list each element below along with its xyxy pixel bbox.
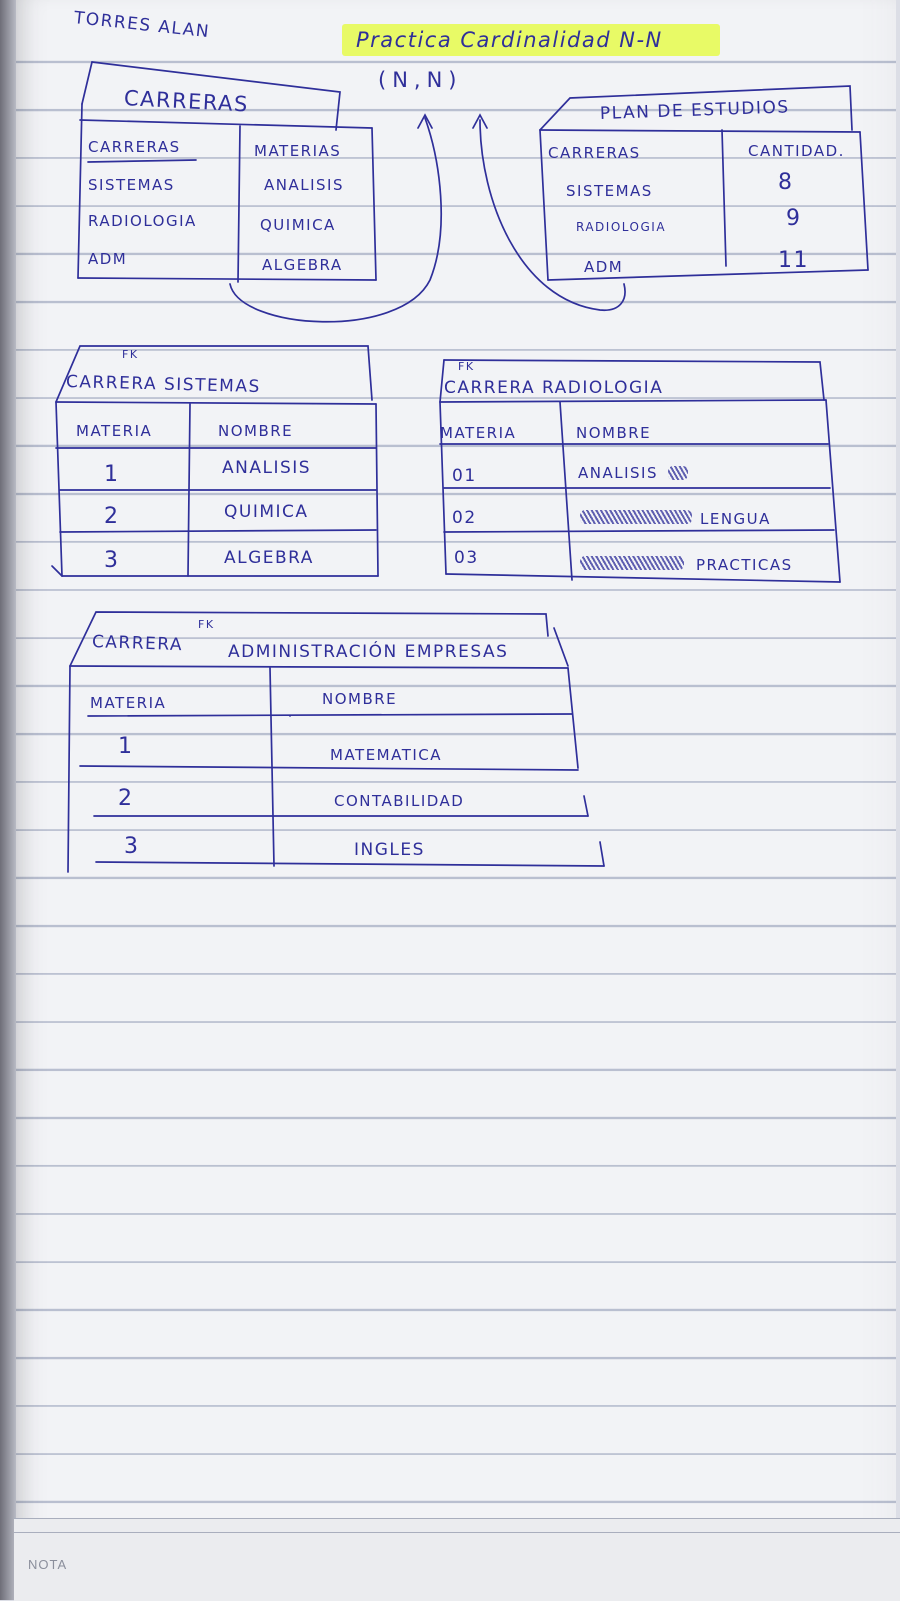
adm-table-frame bbox=[67, 611, 605, 873]
radiologia-cell: PRACTICAS bbox=[696, 556, 793, 574]
radiologia-header-nombre: NOMBRE bbox=[576, 424, 652, 442]
adm-cell: 2 bbox=[118, 786, 134, 811]
carreras-header-carreras: CARRERAS bbox=[88, 138, 181, 156]
sistemas-cell: QUIMICA bbox=[224, 502, 309, 522]
sistemas-cell: ALGEBRA bbox=[224, 548, 314, 568]
radiologia-cell: ANALISIS bbox=[578, 464, 658, 482]
adm-cell: 3 bbox=[124, 834, 140, 859]
carreras-cell: ADM bbox=[88, 250, 128, 268]
fk-label: FK bbox=[458, 360, 475, 373]
crossed-out-scribble bbox=[668, 466, 688, 480]
page-title: Practica Cardinalidad N-N bbox=[356, 28, 663, 52]
nota-label: NOTA bbox=[28, 1557, 68, 1572]
plan-header-carreras: CARRERAS bbox=[548, 144, 641, 162]
footer-rule bbox=[14, 1532, 900, 1533]
plan-cell: 11 bbox=[778, 248, 809, 273]
radiologia-table-title: CARRERA RADIOLOGIA bbox=[444, 378, 664, 398]
plan-header-cantidad: CANTIDAD. bbox=[748, 142, 845, 160]
sistemas-cell: 2 bbox=[104, 504, 120, 529]
radiologia-cell: LENGUA bbox=[700, 510, 771, 528]
radiologia-cell: 01 bbox=[452, 466, 477, 486]
carreras-cell: ALGEBRA bbox=[262, 256, 343, 274]
carreras-cell: QUIMICA bbox=[260, 216, 336, 234]
radiologia-cell: 03 bbox=[454, 548, 479, 568]
title-highlight bbox=[342, 24, 720, 56]
radiologia-table-frame bbox=[439, 359, 841, 583]
sistemas-header-materia: MATERIA bbox=[76, 422, 153, 440]
sistemas-cell: 3 bbox=[104, 548, 120, 573]
crossed-out-scribble bbox=[580, 510, 692, 524]
carreras-cell: SISTEMAS bbox=[88, 176, 175, 194]
relation-curve-left bbox=[229, 117, 443, 323]
carreras-table-frame bbox=[77, 61, 377, 283]
sistemas-header-nombre: NOMBRE bbox=[218, 422, 294, 440]
adm-header-nombre: NOMBRE bbox=[322, 690, 398, 708]
relation-curve-right bbox=[479, 119, 626, 311]
footer-strip bbox=[14, 1518, 900, 1601]
arrow-left-head bbox=[417, 113, 433, 129]
adm-table-title-left: CARRERA bbox=[91, 632, 184, 656]
sistemas-table-frame bbox=[51, 345, 379, 577]
adm-cell: INGLES bbox=[354, 840, 425, 860]
sistemas-cell: ANALISIS bbox=[222, 458, 312, 478]
relation-label: (N,N) bbox=[378, 68, 463, 92]
arrow-right-head bbox=[472, 113, 488, 129]
plan-cell: 8 bbox=[778, 170, 794, 195]
crossed-out-scribble bbox=[580, 556, 684, 570]
notebook-page bbox=[14, 0, 896, 1600]
adm-table-title-right: ADMINISTRACIÓN EMPRESAS bbox=[228, 642, 509, 662]
binder-edge bbox=[0, 0, 16, 1600]
adm-cell: CONTABILIDAD bbox=[334, 792, 465, 810]
plan-cell: RADIOLOGIA bbox=[576, 220, 667, 234]
radiologia-cell: 02 bbox=[452, 508, 477, 528]
fk-label: FK bbox=[198, 618, 215, 631]
plan-cell: SISTEMAS bbox=[566, 182, 653, 200]
plan-table-frame bbox=[539, 85, 869, 281]
sistemas-cell: 1 bbox=[104, 462, 120, 487]
radiologia-header-materia: MATERIA bbox=[440, 424, 517, 442]
adm-header-materia: MATERIA bbox=[90, 694, 167, 712]
plan-cell: ADM bbox=[584, 258, 624, 276]
adm-cell: MATEMATICA bbox=[330, 746, 443, 764]
fk-label: FK bbox=[122, 348, 139, 361]
adm-cell: 1 bbox=[118, 734, 134, 759]
carreras-cell: RADIOLOGIA bbox=[88, 212, 197, 230]
carreras-header-materias: MATERIAS bbox=[254, 142, 342, 160]
plan-cell: 9 bbox=[786, 206, 802, 231]
carreras-cell: ANALISIS bbox=[264, 176, 344, 194]
